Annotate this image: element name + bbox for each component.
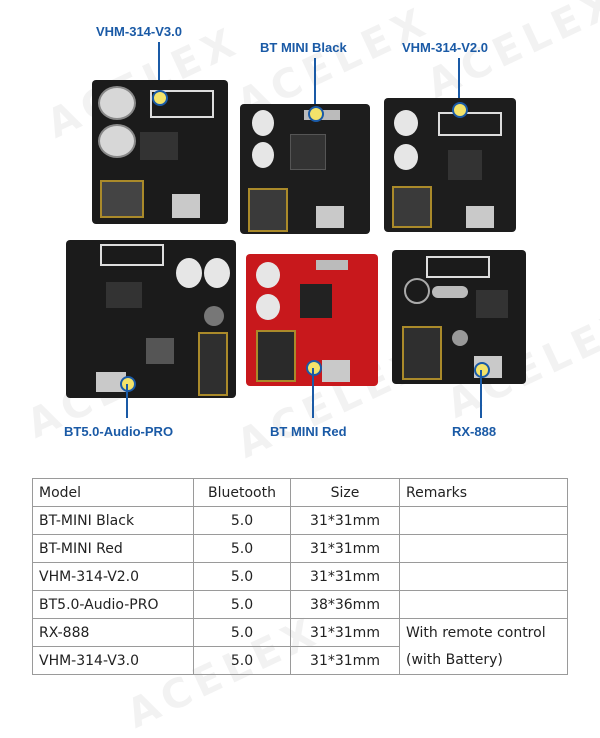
pointer-dot <box>152 90 168 106</box>
cell-bluetooth: 5.0 <box>193 562 291 591</box>
cell-size: 31*31mm <box>290 534 400 563</box>
board-label-bt-mini-red: BT MINI Red <box>270 424 347 439</box>
cell-remarks <box>399 590 568 619</box>
pointer-line <box>458 58 460 108</box>
cell-size: 31*31mm <box>290 562 400 591</box>
header-size: Size <box>290 478 400 507</box>
cell-remarks: (with Battery) <box>399 646 568 675</box>
board-bt-mini-red <box>246 254 378 386</box>
pointer-line <box>126 384 128 418</box>
board-label-vhm314-v3: VHM-314-V3.0 <box>96 24 182 39</box>
table-header-row: Model Bluetooth Size Remarks <box>32 478 568 507</box>
pointer-line <box>158 42 160 94</box>
cell-remarks <box>399 534 568 563</box>
cell-model: VHM-314-V3.0 <box>32 646 194 675</box>
table-row: RX-888 5.0 31*31mm With remote control <box>32 618 568 647</box>
cell-bluetooth: 5.0 <box>193 506 291 535</box>
cell-model: RX-888 <box>32 618 194 647</box>
pointer-line <box>480 370 482 418</box>
cell-size: 31*31mm <box>290 506 400 535</box>
cell-model: BT-MINI Black <box>32 506 194 535</box>
header-model: Model <box>32 478 194 507</box>
cell-remarks <box>399 562 568 591</box>
board-label-rx888: RX-888 <box>452 424 497 439</box>
cell-size: 38*36mm <box>290 590 400 619</box>
cell-model: BT5.0-Audio-PRO <box>32 590 194 619</box>
pointer-dot <box>120 376 136 392</box>
board-bt-mini-black <box>240 104 370 234</box>
table-row: VHM-314-V2.0 5.0 31*31mm <box>32 562 568 591</box>
cell-bluetooth: 5.0 <box>193 618 291 647</box>
cell-remarks <box>399 506 568 535</box>
cell-bluetooth: 5.0 <box>193 590 291 619</box>
table-row: VHM-314-V3.0 5.0 31*31mm (with Battery) <box>32 646 568 675</box>
pointer-dot <box>306 360 322 376</box>
cell-size: 31*31mm <box>290 618 400 647</box>
header-remarks: Remarks <box>399 478 568 507</box>
board-rx888 <box>392 250 526 384</box>
pointer-line <box>312 368 314 418</box>
header-bluetooth: Bluetooth <box>193 478 291 507</box>
cell-bluetooth: 5.0 <box>193 646 291 675</box>
table-row: BT-MINI Red 5.0 31*31mm <box>32 534 568 563</box>
board-bt50-audio-pro <box>66 240 236 398</box>
board-label-bt50-audio-pro: BT5.0-Audio-PRO <box>64 424 174 439</box>
pointer-line <box>314 58 316 110</box>
spec-table: Model Bluetooth Size Remarks BT-MINI Bla… <box>32 478 568 675</box>
cell-model: VHM-314-V2.0 <box>32 562 194 591</box>
table-row: BT-MINI Black 5.0 31*31mm <box>32 506 568 535</box>
cell-model: BT-MINI Red <box>32 534 194 563</box>
cell-bluetooth: 5.0 <box>193 534 291 563</box>
board-label-vhm314-v2: VHM-314-V2.0 <box>402 40 488 55</box>
table-row: BT5.0-Audio-PRO 5.0 38*36mm <box>32 590 568 619</box>
board-vhm314-v3 <box>92 80 228 224</box>
pointer-dot <box>474 362 490 378</box>
board-vhm314-v2 <box>384 98 516 232</box>
cell-remarks: With remote control <box>399 618 568 647</box>
board-label-bt-mini-black: BT MINI Black <box>260 40 347 55</box>
pointer-dot <box>308 106 324 122</box>
pointer-dot <box>452 102 468 118</box>
cell-size: 31*31mm <box>290 646 400 675</box>
